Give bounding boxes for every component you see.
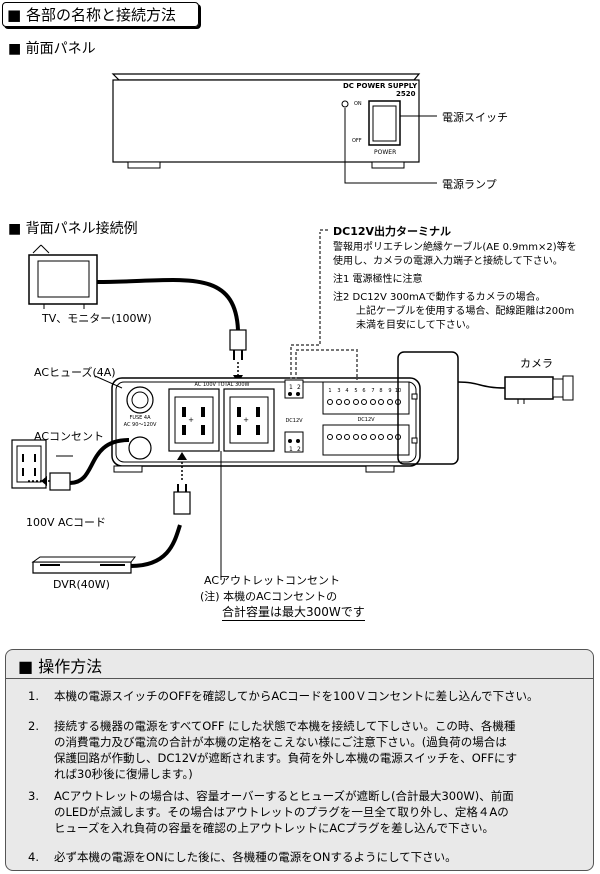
operation-item-line: のLEDが点滅します。その場合はアウトレットのプラグを一旦全て取り外し、定格４A… — [54, 805, 509, 819]
operation-item-1: 1. 本機の電源スイッチのOFFを確認してからACコードを100Ｖコンセントに差… — [28, 688, 588, 704]
device-model-label: 2520 — [396, 90, 416, 98]
fuse-text-2: AC 90〜120V — [124, 422, 157, 428]
outlet-2-plus: + — [243, 416, 249, 424]
operation-item-3: 3. ACアウトレットの場合は、容量オーバーするとヒューズが遮断し(合計最大30… — [28, 788, 588, 836]
fuse-text-1: FUSE 4A — [129, 415, 151, 421]
ac-cord-label: 100V ACコード — [26, 516, 107, 529]
tv-label: TV、モニター(100W) — [42, 312, 152, 325]
page-heading: ■ 各部の名称と接続方法 — [2, 2, 199, 27]
operation-item-line: 本機の電源スイッチのOFFを確認してからACコードを100Ｖコンセントに差し込ん… — [54, 689, 539, 703]
front-panel-title: ■ 前面パネル — [8, 41, 96, 57]
dc12v-desc-1: 警報用ポリエチレン絶縁ケーブル(AE 0.9mm×2)等を — [333, 242, 577, 253]
wall-ac-outlet-icon — [11, 439, 47, 489]
tv-plug-icon — [229, 329, 247, 360]
rear-panel-title: ■ 背面パネル接続例 — [8, 221, 138, 237]
outlet-1-plus: + — [188, 416, 194, 424]
outlet-desc-3: 合計容量は最大300Wです — [222, 605, 365, 621]
note-2-line-3: 未満を目安にして下さい。 — [356, 320, 476, 331]
operation-item-line: 必ず本機の電源をONにした後に、各機種の電源をONするようにして下さい。 — [54, 850, 457, 864]
dc12v-terminal-strip-bottom-icon — [322, 424, 410, 456]
dc12v-terminal-strip-top-icon — [322, 381, 410, 415]
dc12v-terminal-b-icon — [284, 431, 304, 453]
power-switch-label: 電源スイッチ — [442, 111, 508, 124]
camera-icon — [504, 375, 574, 404]
dvr-icon — [31, 556, 137, 574]
strip-top-pin-6: 6 — [362, 388, 365, 394]
strip-top-pin-9: 9 — [388, 388, 391, 394]
dc12v-title: DC12V出力ターミナル — [333, 225, 452, 238]
term-b-1: 1 — [289, 446, 293, 453]
operation-item-line: 保護回路が作動し、DC12Vが遮断されます。負荷を外し本機の電源スイッチを、OF… — [54, 751, 518, 765]
operation-title: ■ 操作方法 — [18, 657, 103, 676]
power-lamp-icon — [341, 100, 349, 108]
strip-top-pin-5: 5 — [354, 388, 357, 394]
front-panel-device — [111, 73, 421, 169]
operation-item-2: 2. 接続する機器の電源をすべてOFF にした状態で本機を接続して下しさい。この… — [28, 718, 588, 782]
strip-top-pin-4: 4 — [345, 388, 348, 394]
operation-item-line: れば30秒後に復帰します。) — [54, 767, 193, 781]
ac-outlet-label: ACコンセント — [34, 430, 105, 443]
ac-cord-inlet-icon — [128, 436, 152, 460]
fuse-label: ACヒューズ(4A) — [34, 366, 116, 379]
operation-item-line: ヒューズを入れ負荷の容量を確認の上アウトレットにACプラグを差し込んで下さい。 — [54, 821, 495, 835]
camera-label: カメラ — [520, 357, 553, 370]
strip-top-pin-3: 3 — [337, 388, 340, 394]
power-label: POWER — [374, 149, 397, 156]
connection-diagram: FUSE 4A AC 90〜120V AC 100V TOTAL 300W DC… — [11, 73, 574, 580]
operation-item-line: 接続する機器の電源をすべてOFF にした状態で本機を接続して下しさい。この時、各… — [54, 719, 516, 733]
operation-item-number: 3. — [28, 789, 39, 803]
operation-item-number: 1. — [28, 689, 39, 703]
operation-panel — [5, 649, 594, 871]
dvr-plug-icon — [173, 484, 191, 515]
operation-item-number: 4. — [28, 850, 39, 864]
dc12v-desc-2: 使用し、カメラの電源入力端子と接続して下さい。 — [333, 256, 563, 267]
ac-header-text: AC 100V TOTAL 300W — [195, 382, 250, 388]
operation-item-line: の消費電力及び電流の合計が本機の定格をこえない様にご注意下さい。(過負荷の場合は — [54, 735, 507, 749]
ac-cord-plug-icon — [49, 472, 71, 491]
switch-on-label: ON — [354, 101, 362, 107]
note-2-line-1: 注2 DC12V 300mAで動作するカメラの場合。 — [333, 292, 546, 303]
outlet-desc-1: ACアウトレットコンセント — [204, 574, 341, 587]
note-1: 注1 電源極性に注意 — [333, 274, 423, 285]
outlet-desc-2: (注) 本機のACコンセントの — [200, 590, 338, 603]
note-2-line-2: 上記ケーブルを使用する場合、配線距離は200m — [356, 306, 575, 317]
operation-item-number: 2. — [28, 719, 39, 733]
strip-top-pin-7: 7 — [371, 388, 374, 394]
operation-item-4: 4. 必ず本機の電源をONにした後に、各機種の電源をONするようにして下さい。 — [28, 849, 588, 865]
dc12v-tag-b: DC12V — [357, 417, 375, 423]
switch-off-label: OFF — [352, 138, 362, 144]
tv-monitor-icon — [28, 244, 98, 309]
power-lamp-label: 電源ランプ — [442, 178, 497, 191]
strip-top-pin-1: 1 — [328, 388, 331, 394]
operation-divider — [5, 678, 594, 679]
dvr-label: DVR(40W) — [53, 578, 110, 591]
strip-top-pin-8: 8 — [379, 388, 382, 394]
dc12v-tag-a: DC12V — [285, 418, 303, 424]
term-b-2: 2 — [297, 446, 301, 453]
rear-panel-device — [111, 377, 421, 473]
operation-item-line: ACアウトレットの場合は、容量オーバーするとヒューズが遮断し(合計最大300W)… — [54, 789, 514, 803]
device-name-label: DC POWER SUPPLY — [343, 82, 418, 90]
term-a-2: 2 — [297, 384, 301, 391]
term-a-1: 1 — [289, 384, 293, 391]
